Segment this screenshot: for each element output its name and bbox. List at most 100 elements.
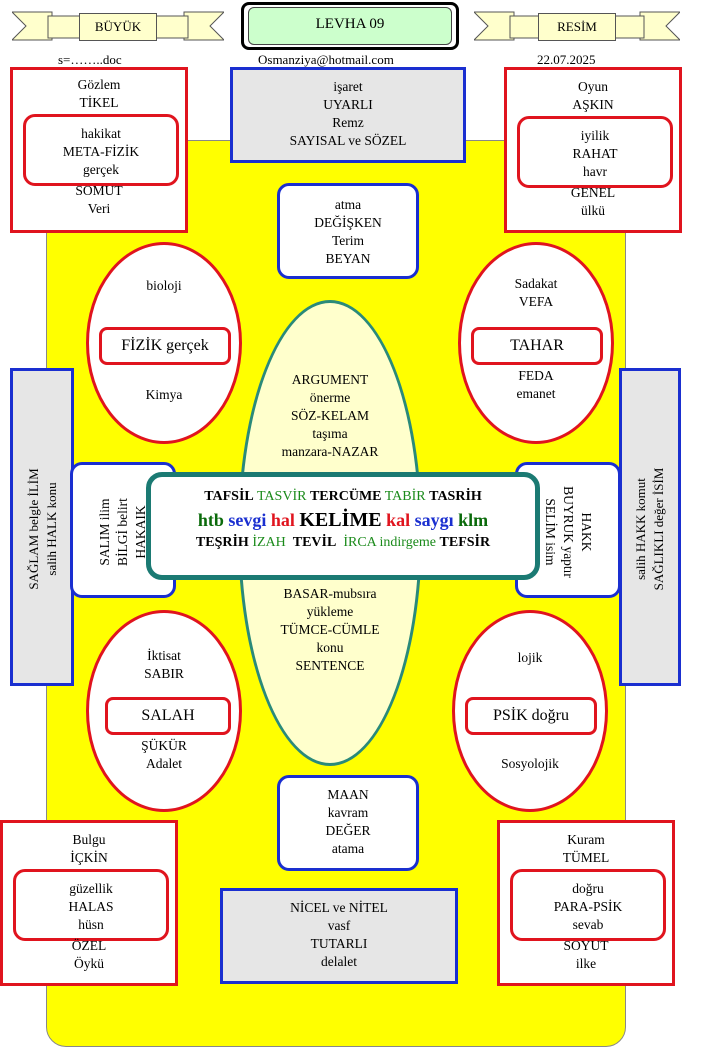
- left-side-1: SAĞLAM belgle İLİM: [26, 468, 41, 590]
- ellipse-lr-bottom: Sosyolojik: [501, 756, 559, 771]
- top-right-line-2: AŞKIN: [572, 97, 614, 112]
- kelime-r3-1: İZAH: [252, 535, 286, 550]
- bottom-center-2: vasf: [327, 918, 351, 933]
- kelime-row-2: htb sevgi hal KELİME kal saygı klm: [151, 507, 535, 533]
- right-inner-3: SELİM isim: [543, 498, 558, 566]
- lower-mid-4: atama: [331, 841, 365, 856]
- lower-mid-3: DEĞER: [325, 823, 371, 838]
- bottom-left-line-2: İÇKİN: [70, 850, 108, 865]
- right-side-box: salih HAKK komut SAĞLIKLI değer İSİM: [619, 368, 681, 686]
- left-ribbon-label: BÜYÜK: [79, 13, 157, 41]
- kelime-row-1: TAFSİL TASVİR TERCÜME TABİR TASRİH: [151, 487, 535, 507]
- kelime-r2-6: klm: [458, 510, 489, 530]
- center-upper-5: manzara-NAZAR: [281, 444, 379, 459]
- kelime-r3-5: TEFSİR: [439, 535, 491, 550]
- ellipse-ur-top-1: Sadakat: [514, 276, 558, 291]
- top-right-bottom-2: ülkü: [580, 203, 605, 218]
- kelime-r3-4: indirgeme: [379, 535, 437, 550]
- file-name: s=……..doc: [58, 52, 122, 67]
- ellipse-ur-bottom-1: FEDA: [518, 368, 554, 383]
- top-right-inner-2: RAHAT: [572, 146, 618, 161]
- right-inner-text: HAKK BUYRUK yaptır SELİM isim: [541, 442, 595, 622]
- top-left-line-1: Gözlem: [77, 77, 121, 92]
- bottom-right-line-2: TÜMEL: [562, 850, 610, 865]
- upper-mid-2: DEĞİŞKEN: [314, 215, 382, 230]
- kelime-r2-2: hal: [270, 510, 295, 530]
- top-left-box: Gözlem TİKEL hakikat META-FİZİK gerçek S…: [10, 67, 188, 233]
- upper-mid-3: Terim: [331, 233, 365, 248]
- kelime-r3-3: İRCA: [343, 535, 377, 550]
- ellipse-ul-inner: FİZİK gerçek: [99, 327, 231, 365]
- left-inner-2: BİLGİ belirt: [115, 498, 130, 566]
- center-lower-2: yükleme: [306, 604, 354, 619]
- top-left-inner-3: gerçek: [83, 162, 119, 177]
- right-side-1: salih HAKK komut: [633, 478, 648, 580]
- ellipse-ll-inner: SALAH: [105, 697, 231, 735]
- ellipse-ul-bottom: Kimya: [145, 387, 183, 402]
- top-left-inner: hakikat META-FİZİK gerçek: [23, 114, 179, 186]
- ellipse-upper-right: Sadakat VEFA TAHAR FEDA emanet: [458, 242, 614, 444]
- bottom-right-inner: doğru PARA-PSİK sevab: [510, 869, 666, 941]
- bottom-left-bottom-1: ÖZEL: [71, 938, 107, 953]
- kelime-r1-1: TASVİR: [257, 489, 307, 504]
- top-center-box: işaret UYARLI Remz SAYISAL ve SÖZEL: [230, 67, 466, 163]
- top-left-bottom-1: SOMUT: [75, 183, 123, 198]
- kelime-r1-2: TERCÜME: [309, 489, 382, 504]
- email: Osmanziya@hotmail.com: [258, 52, 394, 67]
- ellipse-ll-bottom-1: ŞÜKÜR: [141, 738, 187, 753]
- kelime-r2-4: kal: [386, 510, 411, 530]
- center-upper-1: ARGUMENT: [291, 372, 369, 387]
- left-side-2: salih HALK konu: [44, 482, 59, 576]
- ellipse-ur-top-2: VEFA: [518, 294, 554, 309]
- ellipse-ll-bottom-2: Adalet: [146, 756, 182, 771]
- ellipse-ul-top: bioloji: [146, 278, 182, 293]
- top-center-1: işaret: [333, 79, 363, 94]
- right-ribbon-label: RESİM: [538, 13, 616, 41]
- ellipse-ll-top-1: İktisat: [147, 648, 181, 663]
- kelime-r2-5: saygı: [414, 510, 454, 530]
- center-upper-3: SÖZ-KELAM: [291, 408, 369, 423]
- kelime-r2-1: sevgi: [228, 510, 267, 530]
- top-right-bottom-1: GENEL: [570, 185, 616, 200]
- top-right-inner: iyilik RAHAT havr: [517, 116, 673, 188]
- bottom-right-bottom-2: ilke: [575, 956, 597, 971]
- kelime-r3-0: TEŞRİH: [195, 535, 249, 550]
- top-left-inner-2: META-FİZİK: [62, 144, 140, 159]
- bottom-left-bottom-2: Öykü: [74, 956, 104, 971]
- center-lower-1: BASAR-mubsıra: [283, 586, 377, 601]
- ellipse-lower-left: İktisat SABIR SALAH ŞÜKÜR Adalet: [86, 610, 242, 812]
- top-left-inner-1: hakikat: [81, 126, 121, 141]
- kelime-r1-0: TAFSİL: [204, 489, 254, 504]
- date: 22.07.2025: [537, 52, 596, 67]
- right-ribbon: RESİM: [474, 10, 680, 42]
- bottom-left-inner-1: güzellik: [69, 881, 113, 896]
- kelime-r2-0: htb: [197, 510, 224, 530]
- ellipse-upper-left: bioloji FİZİK gerçek Kimya: [86, 242, 242, 444]
- ellipse-ll-top-2: SABIR: [144, 666, 184, 681]
- lower-mid-1: MAAN: [327, 787, 369, 802]
- center-lower-4: konu: [316, 640, 344, 655]
- page-title: LEVHA 09: [248, 7, 452, 45]
- upper-mid-4: BEYAN: [325, 251, 371, 266]
- left-ribbon: BÜYÜK: [12, 10, 224, 42]
- kelime-r1-4: TASRİH: [429, 489, 482, 504]
- top-right-inner-3: havr: [583, 164, 607, 179]
- bottom-left-inner-2: HALAS: [68, 899, 114, 914]
- top-center-2: UYARLI: [323, 97, 373, 112]
- ellipse-ur-bottom-2: emanet: [516, 386, 556, 401]
- lower-mid-2: kavram: [327, 805, 369, 820]
- bottom-left-box: Bulgu İÇKİN güzellik HALAS hüsn ÖZEL Öyk…: [0, 820, 178, 986]
- right-inner-2: BUYRUK yaptır: [561, 486, 576, 578]
- bottom-center-1: NİCEL ve NİTEL: [290, 900, 388, 915]
- kelime-r1-3: TABİR: [384, 489, 426, 504]
- top-center-4: SAYISAL ve SÖZEL: [289, 133, 407, 148]
- top-left-line-2: TİKEL: [79, 95, 119, 110]
- left-inner-1: SALIM ilim: [97, 498, 112, 566]
- left-inner-text: SALIM ilim BİLGİ belirt HAKAIK: [96, 442, 150, 622]
- upper-mid-box: atma DEĞİŞKEN Terim BEYAN: [277, 183, 419, 279]
- right-inner-1: HAKK: [579, 512, 594, 552]
- left-side-text: SAĞLAM belgle İLİM salih HALK konu: [25, 381, 61, 677]
- kelime-r3-2: TEVİL: [292, 535, 337, 550]
- top-left-bottom-2: Veri: [87, 201, 111, 216]
- bottom-left-line-1: Bulgu: [72, 832, 106, 847]
